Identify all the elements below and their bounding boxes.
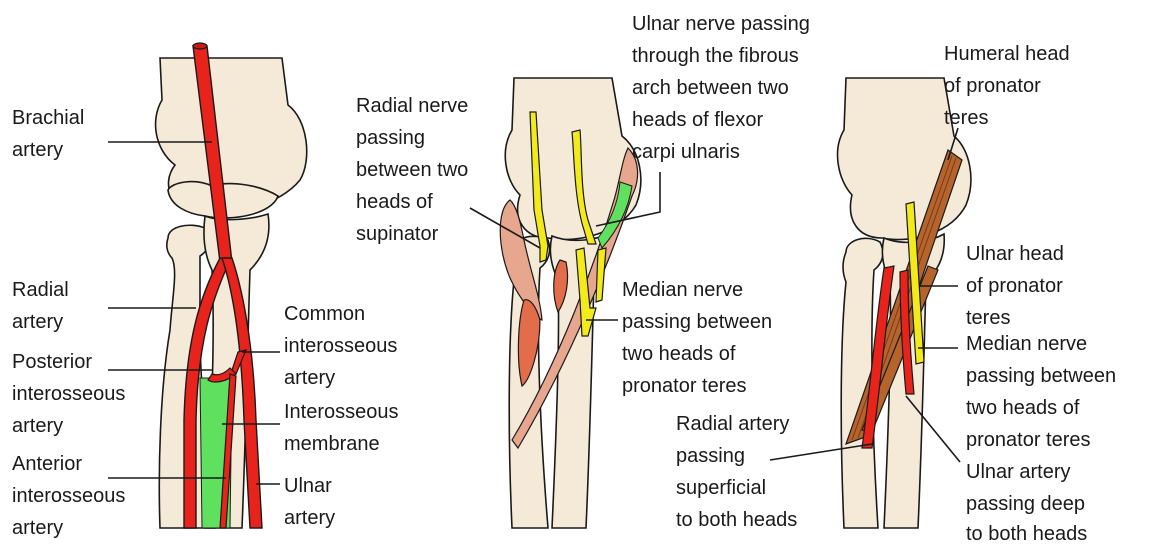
label-ulnar-nerve: Ulnar nerve passing through the fibrous … [632,13,815,163]
label-ulnar-head: Ulnar head of pronator teres [966,243,1069,329]
right-elbow-illustration [770,78,971,528]
median-nerve-branch [596,248,606,302]
label-median-nerve-middle: Median nerve passing between two heads o… [622,279,778,397]
label-humeral-head: Humeral head of pronator teres [944,43,1075,129]
label-ulnar-artery: Ulnar artery [284,475,337,529]
label-median-nerve-right: Median nerve passing between two heads o… [966,333,1122,451]
label-anterior-interosseous-artery: Anterior interosseous artery [12,453,131,539]
label-radial-artery-right: Radial artery passing superficial to bot… [676,413,797,531]
left-elbow-illustration [108,43,307,528]
label-interosseous-membrane: Interosseous membrane [284,401,404,455]
label-radial-nerve: Radial nerve passing between two heads o… [356,95,474,245]
label-posterior-interosseous-artery: Posterior interosseous artery [12,351,131,437]
label-brachial-artery: Brachial artery [12,107,90,161]
label-radial-artery: Radial artery [12,279,74,333]
label-common-interosseous-artery: Common interosseous artery [284,303,403,389]
label-ulnar-artery-right: Ulnar artery passing deep to both heads [966,461,1091,544]
